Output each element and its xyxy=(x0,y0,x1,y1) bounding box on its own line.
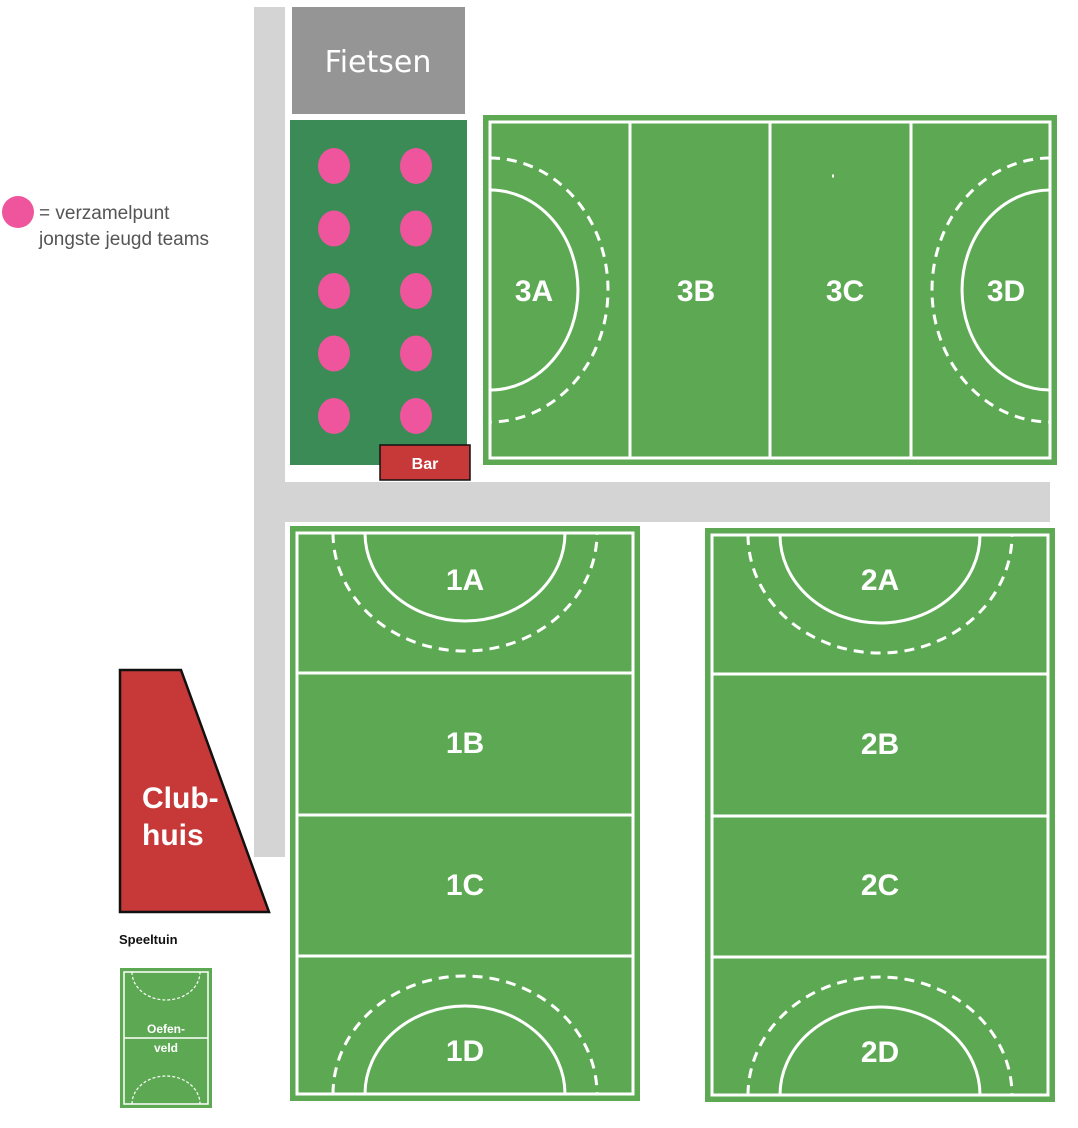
fietsen-label: Fietsen xyxy=(325,45,432,80)
field-2 xyxy=(705,528,1055,1102)
field-3a-label: 3A xyxy=(515,275,553,308)
path-horizontal xyxy=(254,482,1050,522)
field-2c-label: 2C xyxy=(861,869,899,902)
meeting-area xyxy=(290,120,467,465)
legend: = verzamelpunt jongste jeugd teams xyxy=(0,196,260,256)
oefenveld-label-line1: Oefen- xyxy=(147,1022,185,1036)
meeting-point-dot xyxy=(400,398,432,434)
meeting-point-dot xyxy=(318,398,350,434)
fietsen-area: Fietsen xyxy=(292,7,465,114)
field-3 xyxy=(483,115,1057,465)
clubhuis: Club- huis xyxy=(118,668,271,914)
meeting-point-dot xyxy=(400,148,432,184)
field-1b-label: 1B xyxy=(446,727,484,760)
field-2a-label: 2A xyxy=(861,564,899,597)
bar-label: Bar xyxy=(412,456,439,473)
field-2d-label: 2D xyxy=(861,1036,899,1069)
field-1 xyxy=(290,526,640,1101)
clubhuis-label-line2: huis xyxy=(142,819,204,852)
field-3d-label: 3D xyxy=(987,275,1025,308)
bar: Bar xyxy=(379,444,471,481)
meeting-point-dot xyxy=(318,210,350,247)
field-2b-label: 2B xyxy=(861,728,899,761)
meeting-point-dots xyxy=(318,148,432,434)
meeting-point-dot xyxy=(318,335,350,372)
path-vertical xyxy=(254,7,285,857)
meeting-point-dot xyxy=(400,273,432,309)
field-1d-label: 1D xyxy=(446,1035,484,1068)
field-3b-label: 3B xyxy=(677,275,715,308)
meeting-point-dot xyxy=(318,148,350,184)
oefenveld-label-line2: veld xyxy=(154,1041,178,1055)
meeting-point-dot xyxy=(400,210,432,247)
clubhuis-label-line1: Club- xyxy=(142,782,219,815)
field-1a-label: 1A xyxy=(446,564,484,597)
meeting-point-dot xyxy=(400,335,432,372)
legend-text-line2: jongste jeugd teams xyxy=(39,229,210,250)
meeting-point-dot xyxy=(318,273,350,309)
field-3c-label: 3C xyxy=(826,275,864,308)
field-1c-label: 1C xyxy=(446,869,484,902)
speeltuin-label: Speeltuin xyxy=(119,932,178,947)
legend-text-line1: = verzamelpunt xyxy=(39,203,170,224)
meeting-point-legend-icon xyxy=(2,196,34,228)
oefenveld xyxy=(120,968,212,1108)
